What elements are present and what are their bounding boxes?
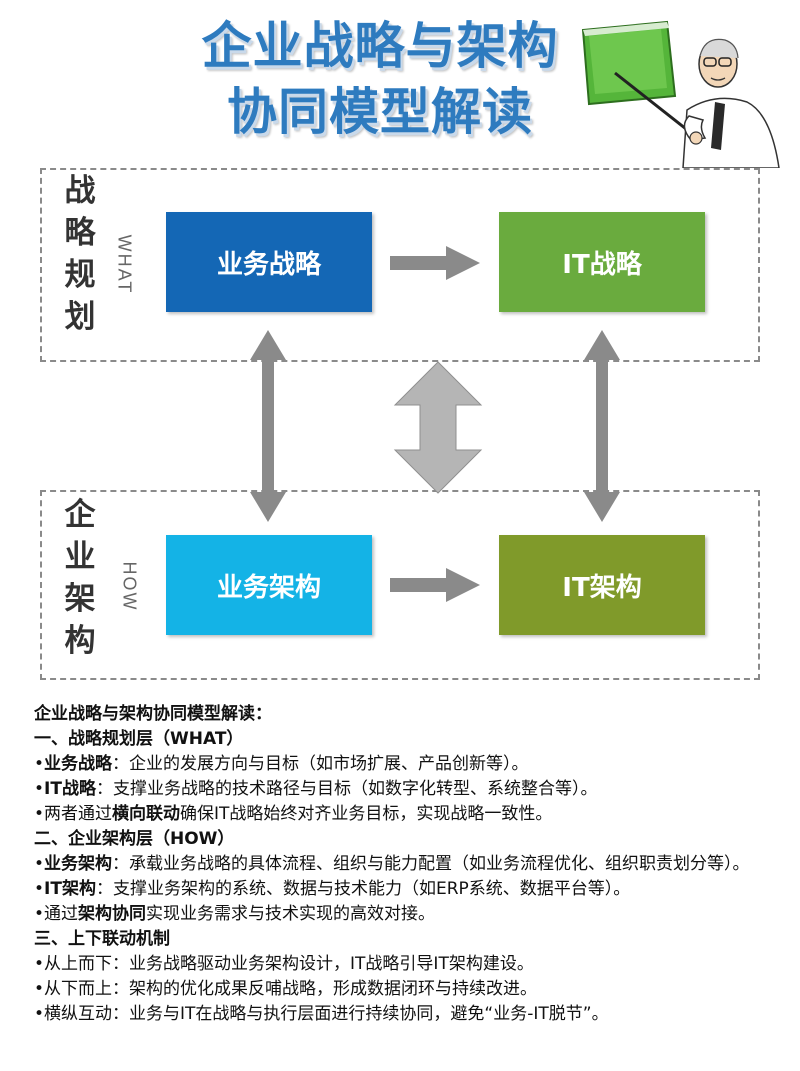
strategy-planning-label: 战 略 规 划 xyxy=(60,170,100,338)
bullet-label: IT架构 xyxy=(44,879,96,899)
section-3-title: 三、上下联动机制 xyxy=(34,929,170,949)
enterprise-architecture-label: 企 业 架 构 xyxy=(60,494,100,662)
bullet-text: 确保IT战略始终对齐业务目标，实现战略一致性。 xyxy=(180,804,553,824)
business-vertical-arrow xyxy=(250,330,286,522)
section-2-title: 二、企业架构层（HOW） xyxy=(34,829,235,849)
business-architecture-box: 业务架构 xyxy=(166,535,372,635)
section-1-title: 一、战略规划层（WHAT） xyxy=(34,729,244,749)
it-architecture-box: IT架构 xyxy=(499,535,705,635)
description-heading: 企业战略与架构协同模型解读： xyxy=(34,704,272,724)
section-1-bullet-1: •业务战略：企业的发展方向与目标（如市场扩展、产品创新等）。 xyxy=(34,754,529,774)
section-2-bullet-2: •IT架构：支撑业务架构的系统、数据与技术能力（如ERP系统、数据平台等）。 xyxy=(34,879,631,899)
label-char: 规 xyxy=(64,257,96,293)
teacher-pointing-illustration xyxy=(581,20,780,168)
bullet-text: 实现业务需求与技术实现的高效对接。 xyxy=(146,904,436,924)
architecture-horizontal-arrow xyxy=(390,568,480,602)
bullet-label: 业务战略 xyxy=(44,754,113,774)
label-char: 架 xyxy=(64,581,96,617)
bullet-text: ：企业的发展方向与目标（如市场扩展、产品创新等）。 xyxy=(112,754,529,774)
bullet-text: 从下而上：架构的优化成果反哺战略，形成数据闭环与持续改进。 xyxy=(44,979,538,999)
bullet-bold: 横向联动 xyxy=(112,804,181,824)
title-line-2: 协同模型解读 xyxy=(227,83,533,141)
center-double-arrow xyxy=(393,361,483,494)
label-char: 略 xyxy=(64,215,96,251)
diagram-arrows xyxy=(250,246,620,602)
bullet-label: IT战略 xyxy=(44,779,96,799)
label-char: 战 xyxy=(64,173,96,209)
section-2-bullet-3: •通过架构协同实现业务需求与技术实现的高效对接。 xyxy=(34,904,436,924)
section-3-bullet-1: •从上而下：业务战略驱动业务架构设计，IT战略引导IT架构建设。 xyxy=(34,954,534,974)
section-1-bullet-2: •IT战略：支撑业务战略的技术路径与目标（如数字化转型、系统整合等）。 xyxy=(34,779,598,799)
section-3-bullet-2: •从下而上：架构的优化成果反哺战略，形成数据闭环与持续改进。 xyxy=(34,979,538,999)
it-vertical-arrow xyxy=(584,330,620,522)
title-line-1: 企业战略与架构 xyxy=(201,17,559,75)
label-char: 划 xyxy=(64,299,96,335)
bullet-text: ：支撑业务战略的技术路径与目标（如数字化转型、系统整合等）。 xyxy=(95,779,598,799)
enterprise-architecture-layer-box xyxy=(40,490,760,680)
strategy-horizontal-arrow xyxy=(390,246,480,280)
strategy-planning-layer-box xyxy=(40,168,760,362)
section-1-bullet-3: •两者通过横向联动确保IT战略始终对齐业务目标，实现战略一致性。 xyxy=(34,804,553,824)
description: 企业战略与架构协同模型解读： 一、战略规划层（WHAT） •业务战略：企业的发展… xyxy=(34,702,774,1027)
bullet-text: ：承载业务战略的具体流程、组织与能力配置（如业务流程优化、组织职责划分等）。 xyxy=(112,854,750,874)
business-strategy-box: 业务战略 xyxy=(166,212,372,312)
bullet-text: ：支撑业务架构的系统、数据与技术能力（如ERP系统、数据平台等）。 xyxy=(95,879,631,899)
bullet-text: 通过 xyxy=(44,904,79,924)
label-char: 企 xyxy=(64,497,96,533)
label-char: 业 xyxy=(64,539,96,575)
section-2-bullet-1: •业务架构：承载业务战略的具体流程、组织与能力配置（如业务流程优化、组织职责划分… xyxy=(34,854,750,874)
bullet-text: 从上而下：业务战略驱动业务架构设计，IT战略引导IT架构建设。 xyxy=(44,954,534,974)
section-3-bullet-3: •横纵互动：业务与IT在战略与执行层面进行持续协同，避免“业务-IT脱节”。 xyxy=(34,1004,609,1024)
label-char: 构 xyxy=(64,623,96,659)
bullet-text: 两者通过 xyxy=(44,804,113,824)
bullet-label: 业务架构 xyxy=(44,854,113,874)
it-strategy-box: IT战略 xyxy=(499,212,705,312)
bullet-bold: 架构协同 xyxy=(78,904,147,924)
bullet-text: 横纵互动：业务与IT在战略与执行层面进行持续协同，避免“业务-IT脱节”。 xyxy=(44,1004,609,1024)
